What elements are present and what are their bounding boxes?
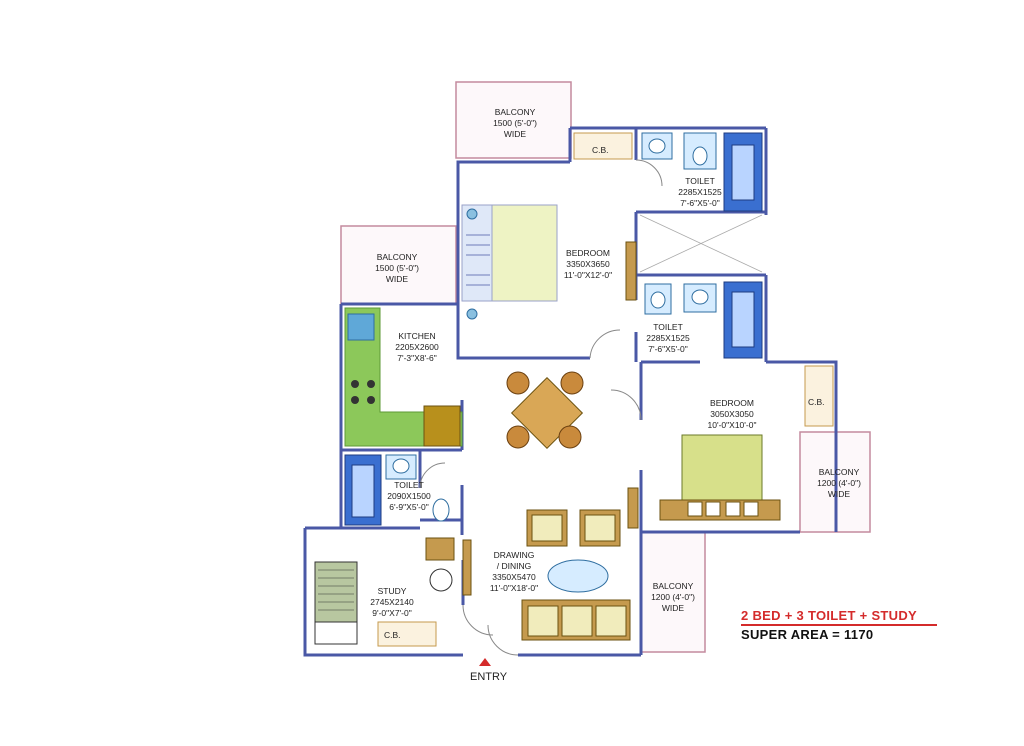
bed-1 (461, 204, 637, 320)
balcony-outlines (340, 81, 871, 653)
plan-title: 2 BED + 3 TOILET + STUDY (741, 608, 918, 623)
toilet-left-fixtures (344, 454, 450, 526)
kitchen-counter (344, 307, 463, 447)
toilet-top-fixtures (641, 132, 763, 212)
toilet-mid-fixtures (644, 281, 763, 359)
door-swings (419, 159, 663, 656)
cupboard-bedroom2 (804, 365, 834, 427)
balcony-top-outline (455, 81, 572, 159)
balcony-left-outline (340, 225, 457, 305)
kitchen-sink (347, 313, 375, 341)
cupboard-label-top: C.B. (592, 145, 609, 155)
shaft (639, 214, 763, 273)
living-furniture (462, 487, 639, 641)
title-underline (741, 624, 937, 626)
entry-arrow-icon (479, 658, 491, 666)
super-area: SUPER AREA = 1170 (741, 627, 874, 642)
dining-set (506, 371, 584, 450)
fridge (423, 405, 461, 447)
balcony-bottom-outline (640, 531, 706, 653)
bed-2 (659, 434, 781, 521)
cupboard-label-study: C.B. (384, 630, 401, 640)
entry-label: ENTRY (470, 671, 508, 683)
cupboard-label-bedroom2: C.B. (808, 397, 825, 407)
study-furniture (314, 537, 455, 647)
cupboard-top (573, 132, 633, 160)
